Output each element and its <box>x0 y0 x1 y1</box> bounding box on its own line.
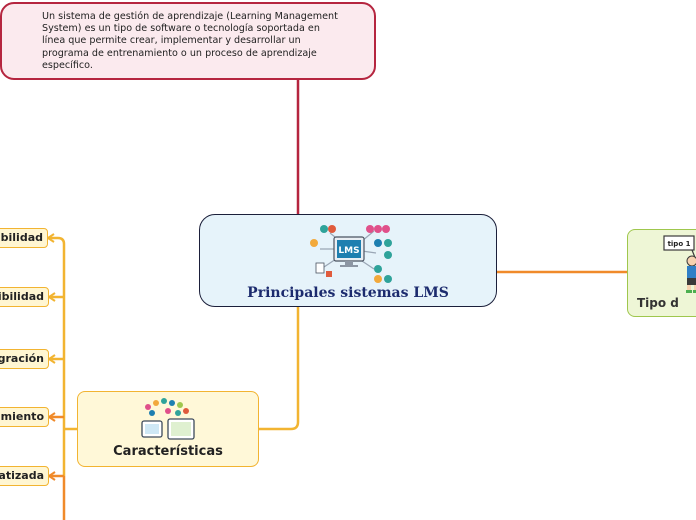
leaf-node-1[interactable]: ibilidad <box>0 228 48 248</box>
arrow-leaf-1 <box>46 233 55 243</box>
link-caracteristicas <box>259 307 300 431</box>
caracteristicas-title: Características <box>113 444 223 459</box>
definition-text: Un sistema de gestión de aprendizaje (Le… <box>42 11 338 71</box>
child-with-sign-illustration: tipo 1 <box>663 235 696 293</box>
lms-network-illustration: LMS <box>310 225 392 283</box>
leaf-node-3[interactable]: gración <box>0 349 49 369</box>
tipo-sign-label: tipo 1 <box>668 240 691 248</box>
central-topic-title: Principales sistemas LMS <box>247 285 449 301</box>
caracteristicas-node[interactable]: Características <box>77 391 259 467</box>
tipo-title: Tipo d <box>637 296 679 310</box>
devices-illustration <box>141 398 195 440</box>
arrow-leaf-4 <box>47 412 56 422</box>
leaf-node-4[interactable]: miento <box>0 407 49 427</box>
arrow-leaf-5 <box>47 471 56 481</box>
leaf-node-5[interactable]: atizada <box>0 466 49 486</box>
arrow-leaf-2 <box>47 292 56 302</box>
arrow-leaf-3 <box>47 354 56 364</box>
central-topic-node[interactable]: LMS Principales sistemas LMS <box>199 214 497 307</box>
tipo-node[interactable]: tipo 1 Tipo d <box>627 229 696 317</box>
leaf-node-2[interactable]: ibilidad <box>0 287 49 307</box>
definition-node[interactable]: Un sistema de gestión de aprendizaje (Le… <box>0 2 376 80</box>
lms-screen-label: LMS <box>338 246 359 256</box>
